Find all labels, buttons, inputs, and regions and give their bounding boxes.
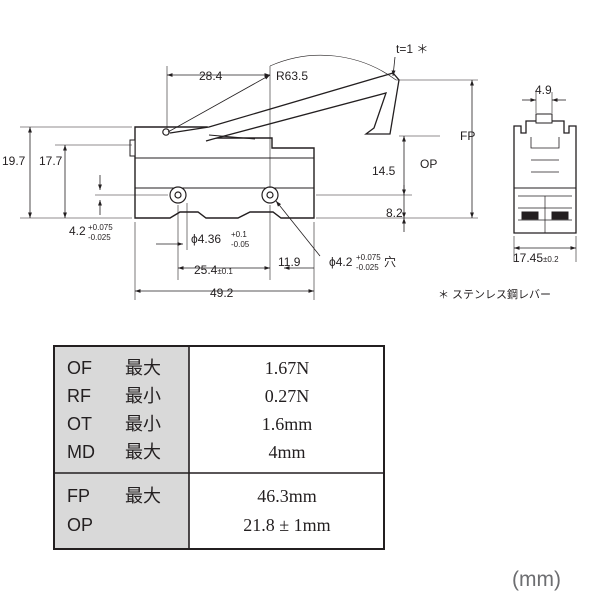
dim-hole-left-4-2: 4.2 +0.075 -0.025 [69,223,113,242]
lever-material-note: ＊ ステンレス鋼レバー [438,287,551,301]
hole-dia-b-suffix: 穴 [384,254,396,269]
hole-dia-a-base: ϕ4.36 [191,232,221,246]
unit-label: (mm) [512,568,561,591]
row-of-param: OF [67,358,92,378]
row-ot-qualifier: 最小 [125,414,161,434]
mount-hole-right-outer [261,186,279,204]
row-ot-value: 1.6mm [262,414,313,434]
switch-body [134,126,315,219]
dim-11-9: 11.9 [278,255,301,269]
hole-left-tol-upper: +0.075 [88,223,113,232]
extension-lines [20,54,478,300]
lever-pivot [162,128,170,136]
hole-dia-b-tol-lower: -0.025 [356,263,379,272]
dim-25-4: 25.4 [194,263,218,277]
hole-dia-a-tol-lower: -0.05 [231,240,250,249]
row-fp-value: 46.3mm [257,486,317,506]
dim-17-45-tol: ±0.2 [543,255,559,264]
spec-table-shade [54,346,189,549]
dim-14-5: 14.5 [372,164,396,178]
lever-support [208,134,256,140]
dim-25-4-group: 25.4±0.1 [194,263,233,277]
terminal-stub [129,139,136,157]
hole-dia-b-tol-upper: +0.075 [356,253,381,262]
dim-17-7: 17.7 [39,154,63,168]
row-fp-param: FP [67,486,90,506]
hole-left-base: 4.2 [69,224,86,238]
row-of-value: 1.67N [265,358,310,378]
dimension-lines [28,56,474,293]
dim-t1: t=1 ＊ [396,42,428,56]
row-md-value: 4mm [268,442,305,462]
row-rf-qualifier: 最小 [125,386,161,406]
dim-op: OP [420,157,437,171]
hole-dia-a-tol-upper: +0.1 [231,230,247,239]
row-md-param: MD [67,442,95,462]
front-view [20,54,478,300]
row-rf-param: RF [67,386,91,406]
spec-table: OF 最大 1.67N RF 最小 0.27N OT 最小 1.6mm MD 最… [53,345,385,550]
mount-hole-left-outer [169,186,187,204]
dim-49-2: 49.2 [210,286,234,300]
dim-25-4-tol: ±0.1 [217,267,233,276]
lever [169,72,400,142]
dim-17-45: 17.45 [513,251,543,265]
dim-8-2: 8.2 [386,206,403,220]
row-fp-qualifier: 最大 [125,486,161,506]
spec-table-border [53,345,385,550]
dim-4-9: 4.9 [535,83,552,97]
dim-19-7: 19.7 [2,154,26,168]
row-md-qualifier: 最大 [125,442,161,462]
side-terminal-right [551,211,569,220]
row-op-value: 21.8 ± 1mm [243,515,330,535]
dim-fp: FP [460,129,475,143]
side-plunger [535,113,553,124]
side-body [513,120,577,234]
dim-hole-dia-4-36: ϕ4.36 +0.1 -0.05 [191,230,250,249]
hole-left-tol-lower: -0.025 [88,233,111,242]
row-of-qualifier: 最大 [125,358,161,378]
side-view [513,92,577,262]
dim-hole-dia-4-2: ϕ4.2 +0.075 -0.025 穴 [329,253,396,272]
dim-17-45-group: 17.45±0.2 [513,251,559,265]
row-ot-param: OT [67,414,92,434]
mount-hole-left-inner [174,191,182,199]
hole-dia-b-base: ϕ4.2 [329,255,353,269]
mount-hole-right-inner [266,191,274,199]
row-op-param: OP [67,515,93,535]
row-rf-value: 0.27N [265,386,310,406]
side-terminal-left [521,211,539,220]
dim-r63-5: R63.5 [276,69,308,83]
side-inner-detail [530,137,560,149]
dim-28-4: 28.4 [199,69,223,83]
